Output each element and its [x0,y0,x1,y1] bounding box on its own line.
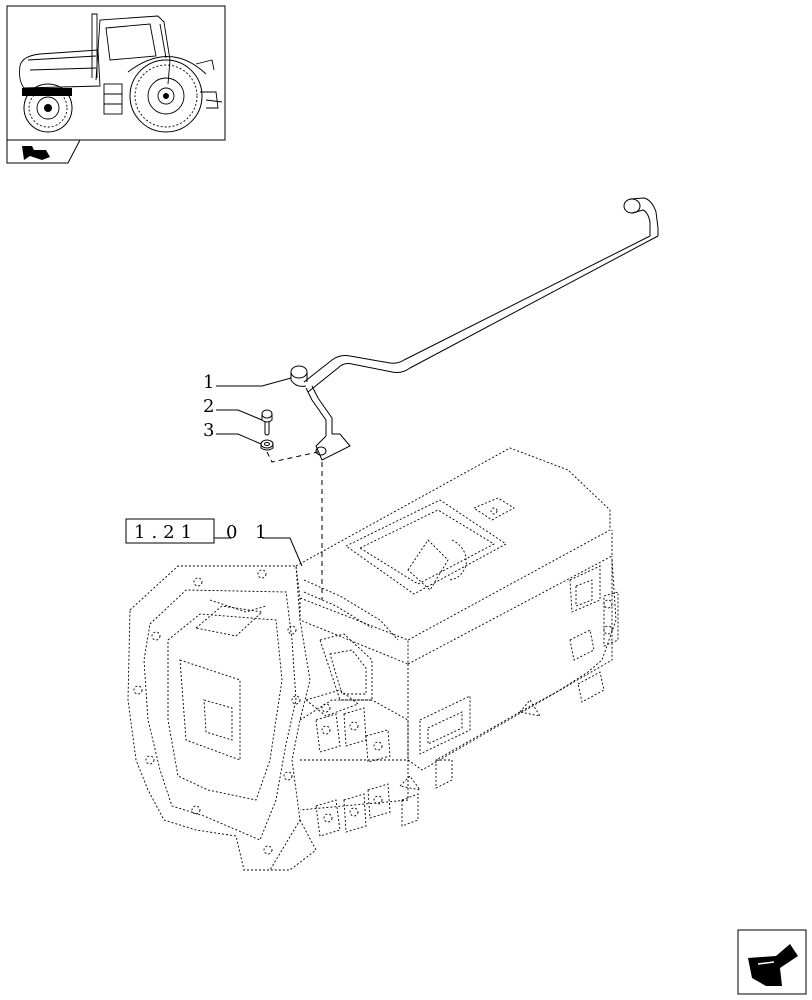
pipe-part [290,197,659,461]
callout-number: 3 [203,420,214,441]
screw-part [261,409,273,436]
tractor-thumbnail-icon [6,5,226,141]
transmission-housing [127,447,619,871]
callout-2: 2 [203,396,263,421]
arrow-left-nav-icon[interactable] [6,139,81,164]
arrow-next-page-icon[interactable] [737,929,807,995]
callout-number: 2 [203,396,214,417]
assembly-line [266,451,319,463]
callout-1: 1 [203,372,292,393]
reference-boxed-text: 1.21 [134,522,198,543]
callout-3: 3 [203,420,262,445]
callout-number: 1 [203,372,214,393]
washer-part [260,439,274,451]
reference-trailing-text: 0 1 [226,522,273,543]
reference-label: 1.21 0 1 [125,518,303,567]
